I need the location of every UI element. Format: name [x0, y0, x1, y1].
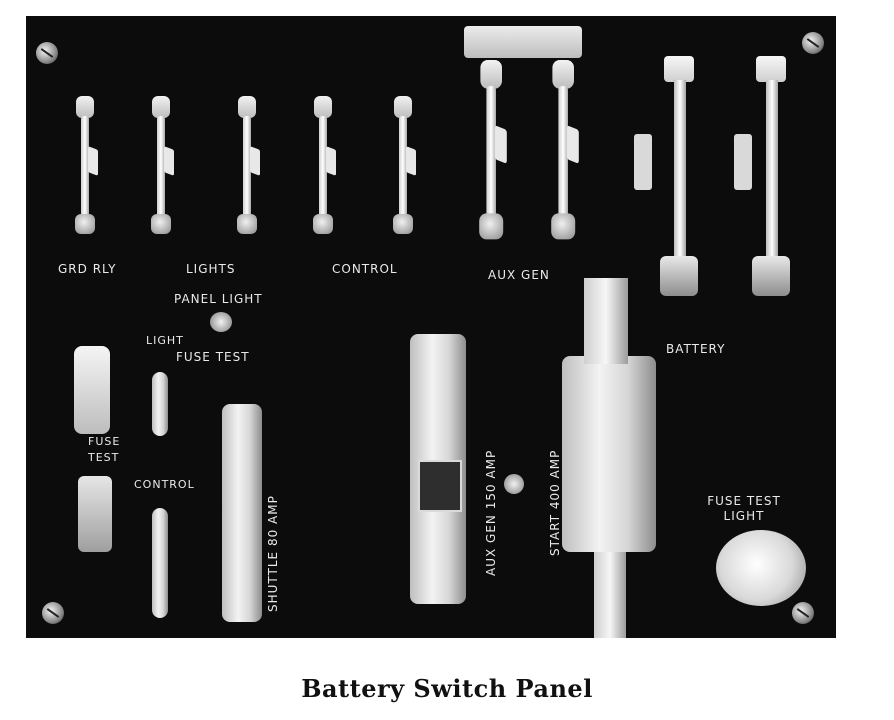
fuse-test-switch-lower[interactable]	[78, 476, 112, 552]
panel-light-switch[interactable]	[210, 312, 232, 332]
start-fuse-top-lug	[584, 278, 628, 364]
label-fuse-rating-aux: AUX GEN 150 AMP	[484, 449, 498, 576]
label-lights: LIGHTS	[186, 262, 236, 276]
top-right-screw	[802, 32, 824, 54]
label-fuse-test-light: FUSE TEST LIGHT	[707, 494, 781, 523]
battery-clip-left	[634, 134, 652, 190]
label-fuse-rating-small: SHUTTLE 80 AMP	[266, 495, 280, 612]
start-400-amp-fuse	[562, 356, 656, 552]
label-panel-light: PANEL LIGHT	[174, 292, 263, 306]
aux-gen-fuse-window	[418, 460, 462, 512]
start-fuse-bottom-lug	[594, 552, 626, 638]
figure-caption: Battery Switch Panel	[301, 674, 593, 703]
label-light: LIGHT	[146, 334, 184, 347]
aux-gen-bracket	[464, 26, 582, 58]
panel-photo: GRD RLY LIGHTS CONTROL AUX GEN BATTERY P…	[26, 16, 836, 638]
bottom-right-screw	[792, 602, 814, 624]
label-control-fuse: CONTROL	[134, 478, 195, 491]
shuttle-80-amp-fuse	[222, 404, 262, 622]
bottom-left-screw	[42, 602, 64, 624]
label-control: CONTROL	[332, 262, 398, 276]
top-left-screw	[36, 42, 58, 64]
control-fuse	[152, 508, 168, 618]
label-aux-gen: AUX GEN	[488, 268, 550, 282]
label-fuse-test: FUSE TEST	[176, 350, 250, 364]
label-fuse-test-side: FUSE TEST	[88, 435, 121, 464]
battery-clip-right	[734, 134, 752, 190]
label-battery: BATTERY	[666, 342, 726, 356]
center-stud	[504, 474, 524, 494]
fuse-test-light-lamp	[716, 530, 806, 606]
label-fuse-rating-start: START 400 AMP	[548, 449, 562, 556]
label-grd-rly: GRD RLY	[58, 262, 117, 276]
fuse-test-switch[interactable]	[74, 346, 110, 434]
light-fuse	[152, 372, 168, 436]
